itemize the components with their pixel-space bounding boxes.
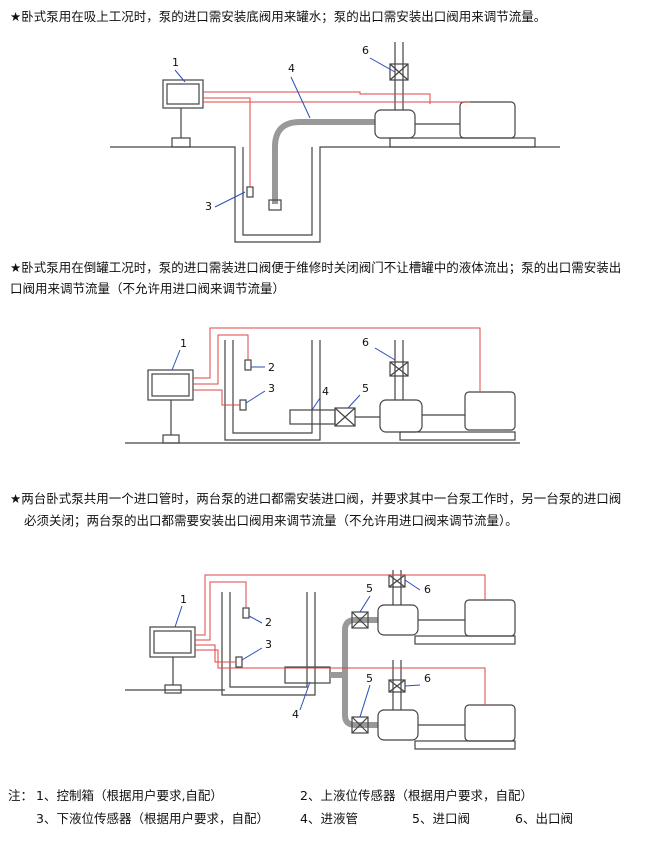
manifold-pipe [330,617,378,728]
label-6-upper: 6 [424,583,431,596]
caption-2-line-2: 口阀用来调节流量（不允许用进口阀来调节流量） [10,281,286,296]
notes-prefix: 注： [8,788,34,803]
caption-3-line-1: ★两台卧式泵共用一个进口管时，两台泵的进口都需安装进口阀，并要求其中一台泵工作时… [10,491,622,506]
caption-3-line-2: 必须关闭；两台泵的出口都需要安装出口阀用来调节流量（不允许用进口阀来调节流量）。 [24,513,518,528]
note-6: 6、出口阀 [515,811,573,826]
foot-valve [268,199,282,211]
label-1: 1 [180,337,187,350]
label-4: 4 [322,385,329,398]
label-1: 1 [172,56,179,69]
level-sensor [246,186,254,198]
suction-pipe [272,119,375,204]
tank [221,592,316,696]
ground-line [110,146,560,243]
label-1: 1 [180,593,187,606]
note-4: 4、进液管 [300,811,358,826]
label-5-lower: 5 [366,672,373,685]
pump-base [389,137,536,148]
motor [464,391,516,431]
label-3: 3 [265,638,272,651]
label-2: 2 [268,361,275,374]
outlet-valve [389,361,409,377]
label-2: 2 [265,616,272,629]
diagram-flooded-suction: 1 2 3 4 5 6 [125,327,520,444]
label-3: 3 [268,382,275,395]
label-6: 6 [362,336,369,349]
motor [459,101,516,139]
diagram-two-pumps: 1 2 3 4 5 6 5 6 [125,570,516,750]
label-5: 5 [362,382,369,395]
pump-base [399,431,516,441]
label-4: 4 [292,708,299,721]
outlet-valve [389,63,409,81]
caption-1: ★卧式泵用在吸上工况时，泵的进口需安装底阀用来罐水；泵的出口需安装出口阀用来调节… [10,9,547,24]
note-1: 1、控制箱（根据用户要求,自配） [36,788,223,803]
label-4: 4 [288,62,295,75]
pump-upper [377,604,419,636]
label-5-upper: 5 [366,582,373,595]
note-5: 5、进口阀 [412,811,470,826]
caption-2-line-1: ★卧式泵用在倒罐工况时，泵的进口需装进口阀便于维修时关闭阀门不让槽罐中的液体流出… [10,260,622,275]
label-6-lower: 6 [424,672,431,685]
label-6: 6 [362,44,369,57]
pump-casing [379,399,423,433]
label-3: 3 [205,200,212,213]
pump-casing [374,109,416,139]
motor-upper [464,599,516,637]
motor-lower [464,704,516,742]
note-2: 2、上液位传感器（根据用户要求，自配） [300,788,533,803]
pump-lower [377,709,419,741]
diagram-suction-lift: 1 4 6 3 [110,42,560,243]
tank [224,340,321,441]
note-3: 3、下液位传感器（根据用户要求，自配） [36,811,269,826]
tank-wall [242,147,313,236]
